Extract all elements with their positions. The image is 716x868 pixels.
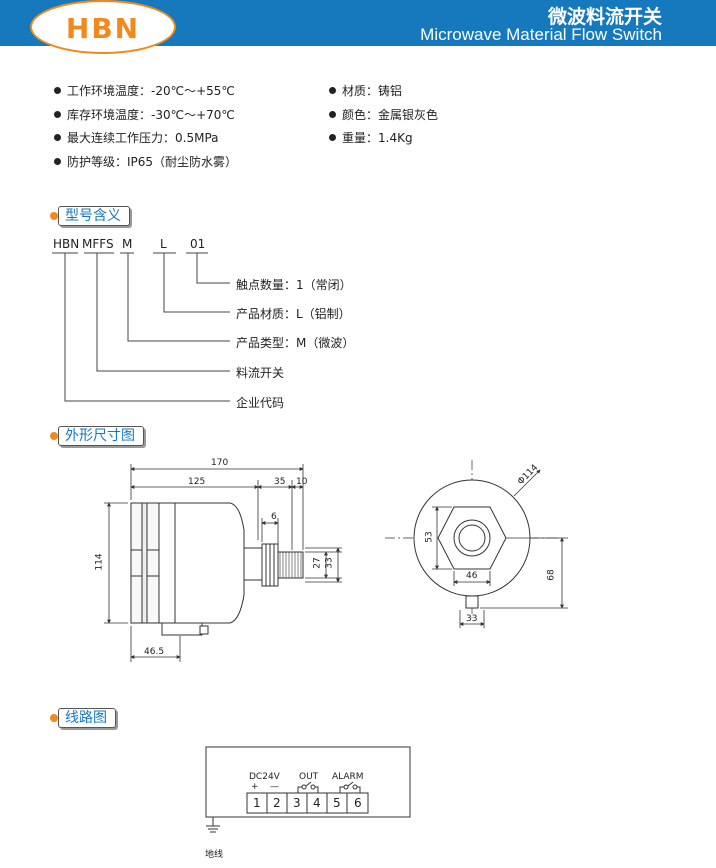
side-dimension-lines (104, 464, 342, 662)
section-title: 线路图 (58, 708, 116, 728)
orange-dot-icon (50, 432, 58, 440)
bullet-icon (329, 134, 336, 141)
dim-68: 68 (546, 569, 557, 581)
bullet-icon (54, 158, 61, 165)
spec-item: 颜色：金属银灰色 (329, 106, 438, 123)
bullet-icon (329, 111, 336, 118)
terminal-3: 3 (293, 796, 301, 810)
section-title: 外形尺寸图 (58, 426, 144, 446)
bullet-icon (54, 134, 61, 141)
model-code-01: 01 (190, 237, 206, 251)
dim-46-5: 46.5 (144, 647, 165, 657)
orange-dot-icon (50, 212, 58, 220)
logo: HBN (30, 0, 176, 54)
terminal-2: 2 (273, 796, 281, 810)
meaning-contacts: 触点数量：1（常闭） (236, 278, 352, 292)
title-english: Microwave Material Flow Switch (420, 25, 662, 44)
model-code-m: M (122, 237, 133, 251)
front-view (385, 460, 560, 618)
terminal-6: 6 (354, 796, 362, 810)
side-view (130, 502, 304, 636)
meaning-company-code: 企业代码 (236, 396, 285, 410)
dim-114: 114 (94, 553, 105, 571)
orange-dot-icon (50, 714, 58, 722)
meaning-material: 产品材质：L（铝制） (236, 307, 351, 321)
label-dc24v: DC24V (249, 772, 280, 782)
spec-item: 重量：1.4Kg (329, 129, 413, 146)
model-code-mffs: MFFS (82, 237, 114, 251)
label-out: OUT (299, 772, 319, 782)
bullet-icon (54, 111, 61, 118)
meaning-type: 产品类型：M（微波） (236, 336, 355, 350)
bullet-icon (329, 87, 336, 94)
spec-item: 最大连续工作压力：0.5MPa (54, 129, 219, 146)
logo-text: HBN (65, 12, 141, 45)
spec-item: 库存环境温度：-30℃～+70℃ (54, 106, 235, 123)
label-plus: + (251, 782, 259, 792)
dim-46: 46 (466, 571, 478, 581)
dim-6: 6 (271, 512, 277, 522)
dim-27: 27 (312, 557, 323, 569)
dim-33: 33 (324, 557, 335, 569)
model-code-hbn: HBN (53, 237, 80, 251)
spec-item: 工作环境温度：-20℃～+55℃ (54, 82, 235, 99)
model-connector-lines (52, 252, 230, 402)
section-title: 型号含义 (58, 206, 130, 226)
dim-10: 10 (296, 477, 308, 487)
title-chinese: 微波料流开关 (547, 6, 662, 28)
dim-33-front: 33 (466, 614, 478, 624)
terminal-1: 1 (253, 796, 261, 810)
label-minus: — (270, 782, 279, 792)
model-code-l: L (160, 237, 167, 251)
label-alarm: ALARM (332, 772, 364, 782)
terminal-5: 5 (333, 796, 341, 810)
spec-item: 材质：铸铝 (329, 82, 402, 99)
wiring-diagram (205, 746, 411, 833)
dim-35: 35 (274, 477, 286, 487)
front-dimension-lines (432, 469, 568, 628)
dim-125: 125 (188, 477, 206, 487)
terminal-4: 4 (313, 796, 321, 810)
bullet-icon (54, 87, 61, 94)
dim-170: 170 (211, 458, 229, 468)
spec-item: 防护等级：IP65（耐尘防水雾） (54, 153, 237, 170)
dim-53: 53 (424, 531, 435, 543)
meaning-flow-switch: 料流开关 (236, 366, 285, 380)
label-ground: 地线 (205, 850, 224, 860)
